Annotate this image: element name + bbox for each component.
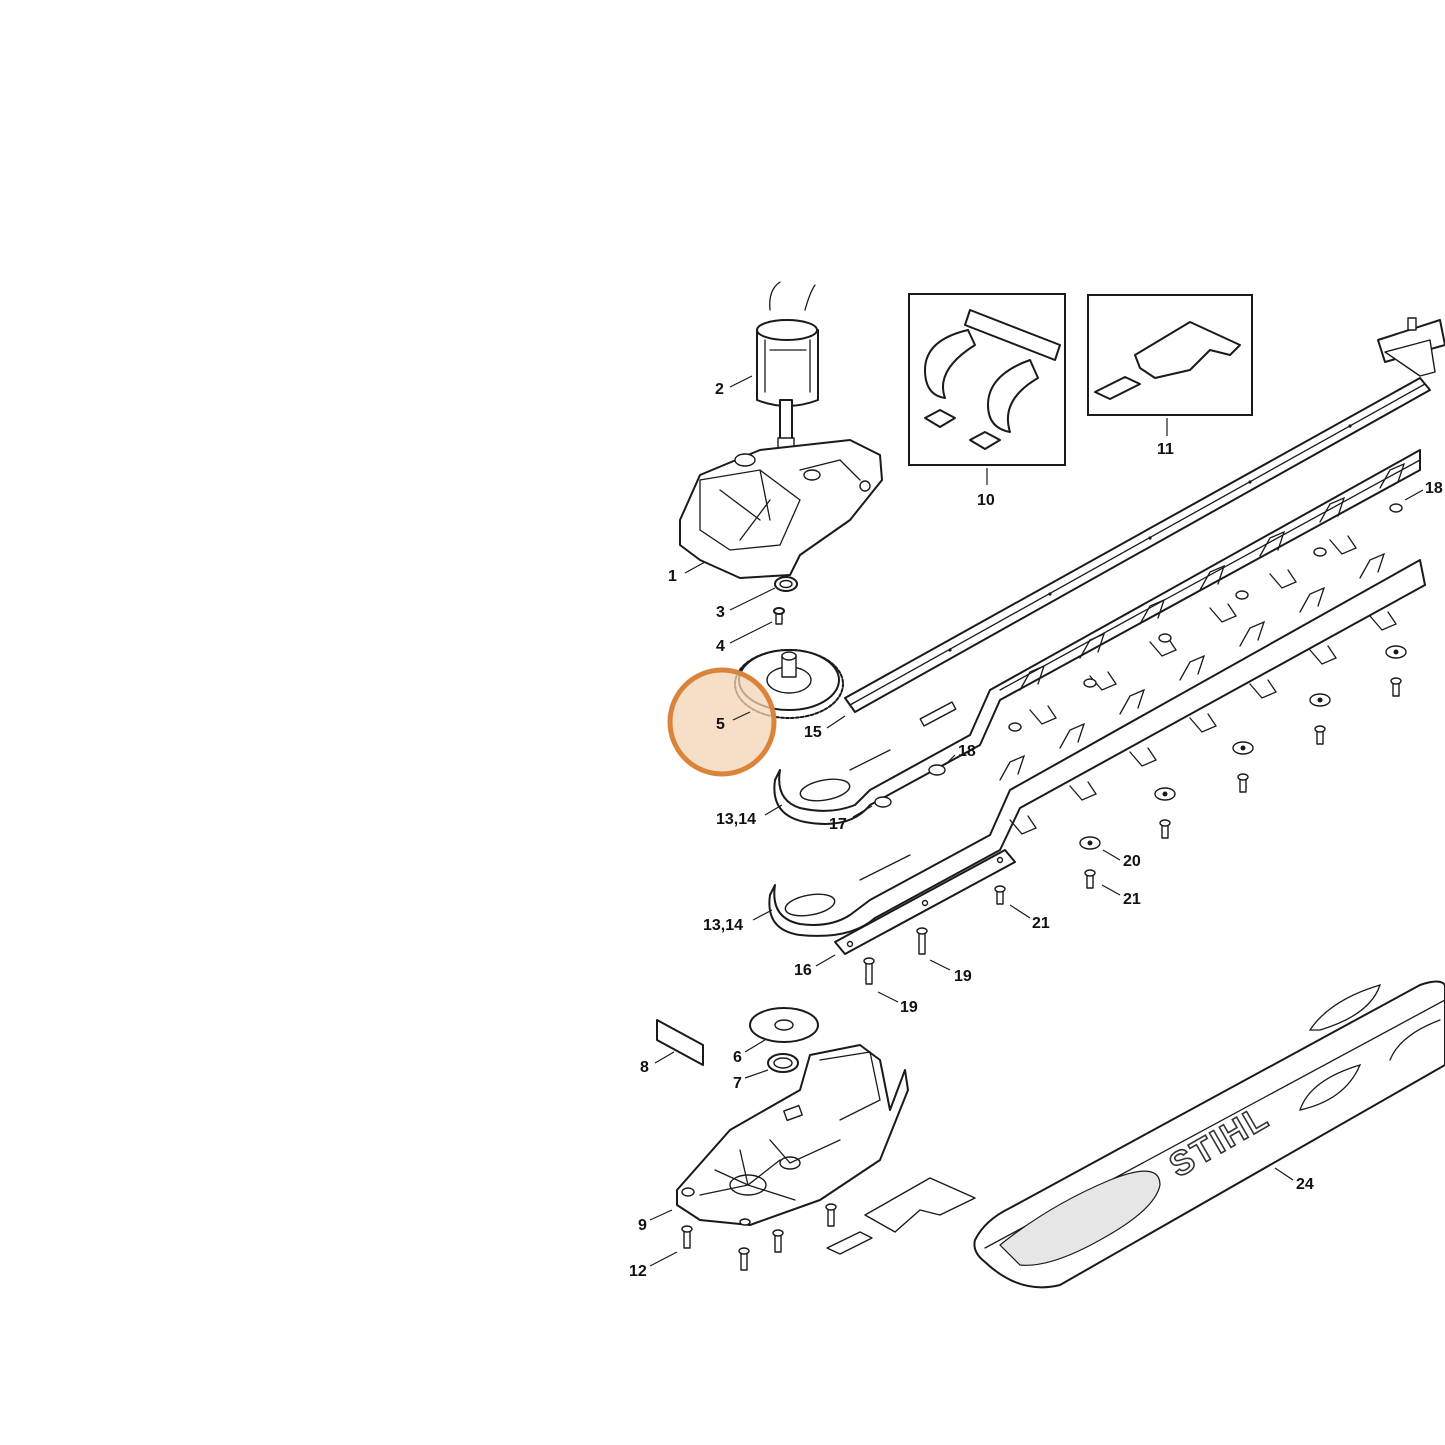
callout-4: 4	[716, 638, 725, 655]
callout-2: 2	[715, 381, 724, 398]
callout-19-left: 19	[900, 999, 918, 1016]
screw-4	[773, 607, 785, 625]
callout-7: 7	[733, 1075, 742, 1092]
label-8	[656, 1019, 704, 1066]
callout-24: 24	[1296, 1176, 1314, 1193]
circlip-3	[774, 576, 798, 592]
upper-cutter-blade	[773, 449, 1421, 825]
callout-13-14-upper: 13,14	[716, 811, 756, 828]
callout-12: 12	[629, 1263, 647, 1280]
kit-box-11	[1087, 294, 1253, 416]
callout-13-14-lower: 13,14	[703, 917, 743, 934]
lower-cutter-blade	[768, 552, 1426, 937]
gear-housing	[679, 439, 883, 579]
callout-18-right: 18	[1425, 480, 1443, 497]
lower-cover-9	[676, 1044, 909, 1226]
scabbard	[973, 980, 1445, 1289]
washer-6	[749, 1007, 819, 1043]
motor	[756, 281, 819, 449]
screws	[863, 677, 1402, 985]
callout-5: 5	[716, 716, 725, 733]
callout-18-left: 18	[958, 743, 976, 760]
callout-11: 11	[1157, 441, 1174, 458]
highlight-circle	[667, 667, 777, 777]
callout-8: 8	[640, 1059, 649, 1076]
callout-1: 1	[668, 568, 677, 585]
callout-21-right: 21	[1123, 891, 1141, 908]
bracket	[1377, 317, 1445, 377]
callout-labels: 2 1 3 4 5 15 13,14 18 17 10 11 18 20 21 …	[629, 381, 1443, 1280]
leader-lines	[649, 375, 1424, 1267]
callout-9: 9	[638, 1217, 647, 1234]
callout-15: 15	[804, 724, 822, 741]
callout-19-right: 19	[954, 968, 972, 985]
blade-bar	[844, 377, 1431, 713]
plate-16	[834, 849, 1016, 955]
spacers	[874, 503, 1403, 808]
callout-17: 17	[829, 816, 847, 833]
callout-16: 16	[794, 962, 812, 979]
screws-12	[681, 1203, 837, 1271]
kit-box-10	[908, 293, 1066, 466]
circlip-7	[767, 1053, 799, 1073]
cover-labels	[826, 1177, 976, 1255]
callout-21-left: 21	[1032, 915, 1050, 932]
callout-20: 20	[1123, 853, 1141, 870]
washers	[1079, 645, 1407, 850]
callout-6: 6	[733, 1049, 742, 1066]
callout-10: 10	[977, 492, 995, 509]
callout-3: 3	[716, 604, 725, 621]
